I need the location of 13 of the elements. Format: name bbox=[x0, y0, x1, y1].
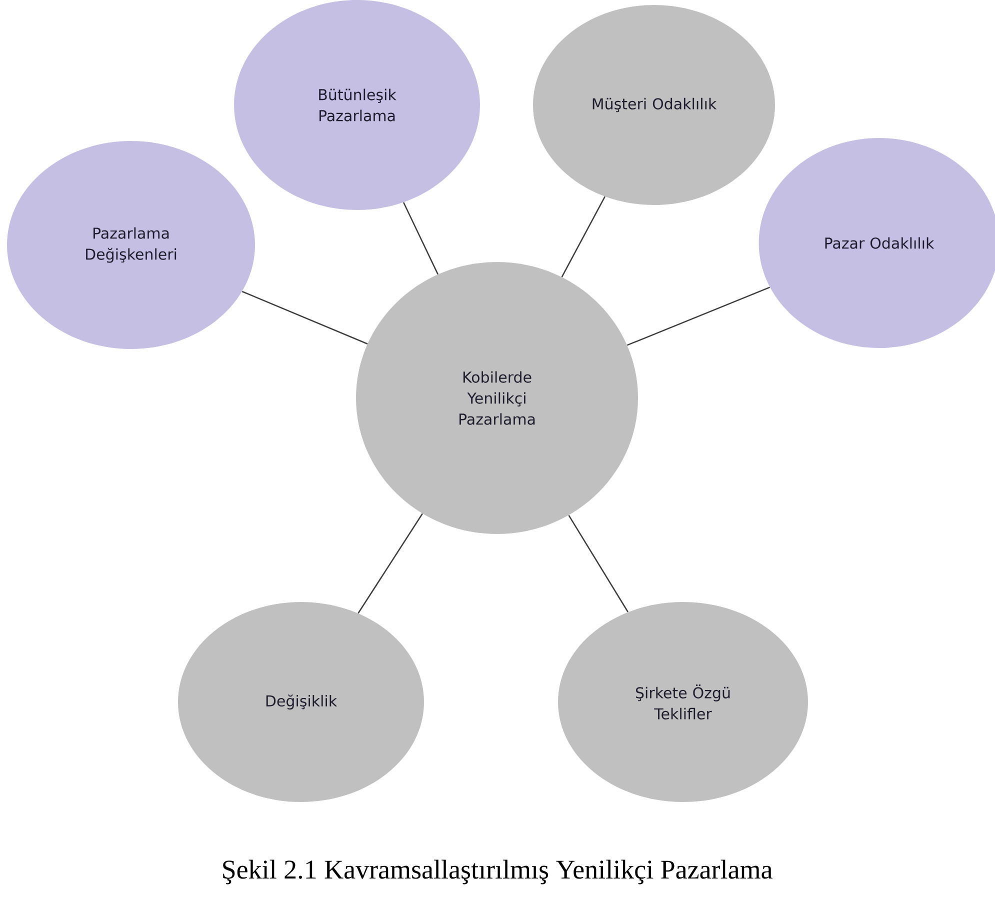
connector-line bbox=[626, 286, 770, 346]
figure-caption: Şekil 2.1 Kavramsallaştırılmış Yenilikçi Pazarlama bbox=[223, 860, 772, 884]
ellipse-node: Pazarlama Değişkenleri bbox=[7, 141, 255, 349]
connector-line bbox=[402, 202, 438, 275]
ellipse-node: Değişiklik bbox=[178, 602, 424, 802]
connector-line bbox=[561, 196, 606, 278]
connector-line bbox=[568, 514, 628, 612]
connector-line bbox=[358, 513, 423, 614]
ellipse-node: Müşteri Odaklılık bbox=[533, 5, 775, 205]
connector-line bbox=[242, 290, 368, 344]
ellipse-node: Kobilerde Yenilikçi Pazarlama bbox=[356, 262, 638, 534]
ellipse-node: Şirkete Özgü Teklifler bbox=[558, 602, 808, 802]
ellipse-node: Bütünleşik Pazarlama bbox=[234, 0, 480, 210]
